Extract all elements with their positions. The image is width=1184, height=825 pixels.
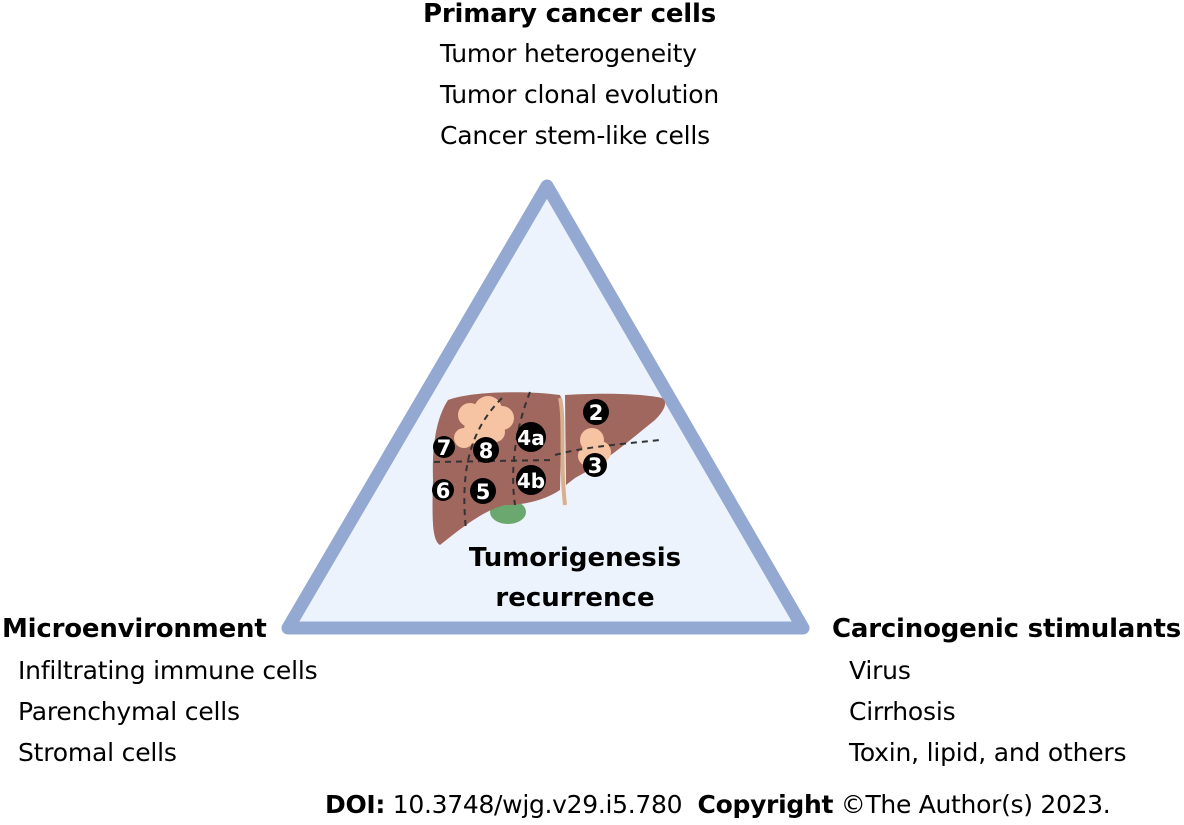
falciform-ligament [558, 397, 567, 506]
segment-badges: 2 3 4a 4b 5 6 [432, 399, 609, 504]
svg-text:3: 3 [588, 454, 603, 478]
svg-text:7: 7 [437, 436, 452, 460]
doi-value: 10.3748/wjg.v29.i5.780 [392, 790, 683, 819]
top-item: Tumor clonal evolution [440, 80, 719, 109]
svg-text:2: 2 [589, 401, 604, 425]
segment-badge-2: 2 [583, 399, 609, 425]
tumor-right [454, 396, 514, 448]
center-label-line1: Tumorigenesis [468, 543, 682, 573]
top-item: Cancer stem-like cells [440, 121, 711, 150]
top-item: Tumor heterogeneity [440, 39, 697, 68]
top-heading: Primary cancer cells [423, 0, 716, 29]
footer: DOI: 10.3748/wjg.v29.i5.780 Copyright ©T… [325, 790, 1111, 819]
segment-badge-4a: 4a [516, 422, 546, 452]
right-item: Virus [849, 656, 911, 685]
svg-text:5: 5 [476, 480, 491, 504]
segment-badge-8: 8 [473, 437, 499, 463]
segment-lines [433, 391, 661, 531]
copyright-label: Copyright [697, 790, 834, 819]
left-item: Infiltrating immune cells [18, 656, 318, 685]
right-item: Toxin, lipid, and others [849, 738, 1127, 767]
liver-illustration: 2 3 4a 4b 5 6 [432, 391, 666, 545]
center-label: Tumorigenesis recurrence [440, 538, 710, 618]
segment-badge-3: 3 [583, 453, 607, 478]
left-item: Stromal cells [18, 738, 177, 767]
left-heading: Microenvironment [2, 614, 267, 644]
svg-text:8: 8 [479, 439, 494, 463]
left-item: Parenchymal cells [18, 697, 240, 726]
svg-text:4b: 4b [517, 469, 545, 493]
doi-label: DOI: [325, 790, 386, 819]
right-item: Cirrhosis [849, 697, 956, 726]
right-heading: Carcinogenic stimulants [832, 614, 1181, 644]
copyright-value: ©The Author(s) 2023. [840, 790, 1111, 819]
svg-text:4a: 4a [517, 426, 544, 450]
segment-badge-7: 7 [433, 436, 455, 460]
segment-badge-6: 6 [432, 479, 454, 503]
center-label-line2: recurrence [495, 583, 655, 613]
segment-badge-5: 5 [470, 478, 496, 504]
svg-text:6: 6 [436, 479, 451, 503]
segment-badge-4b: 4b [516, 465, 546, 495]
